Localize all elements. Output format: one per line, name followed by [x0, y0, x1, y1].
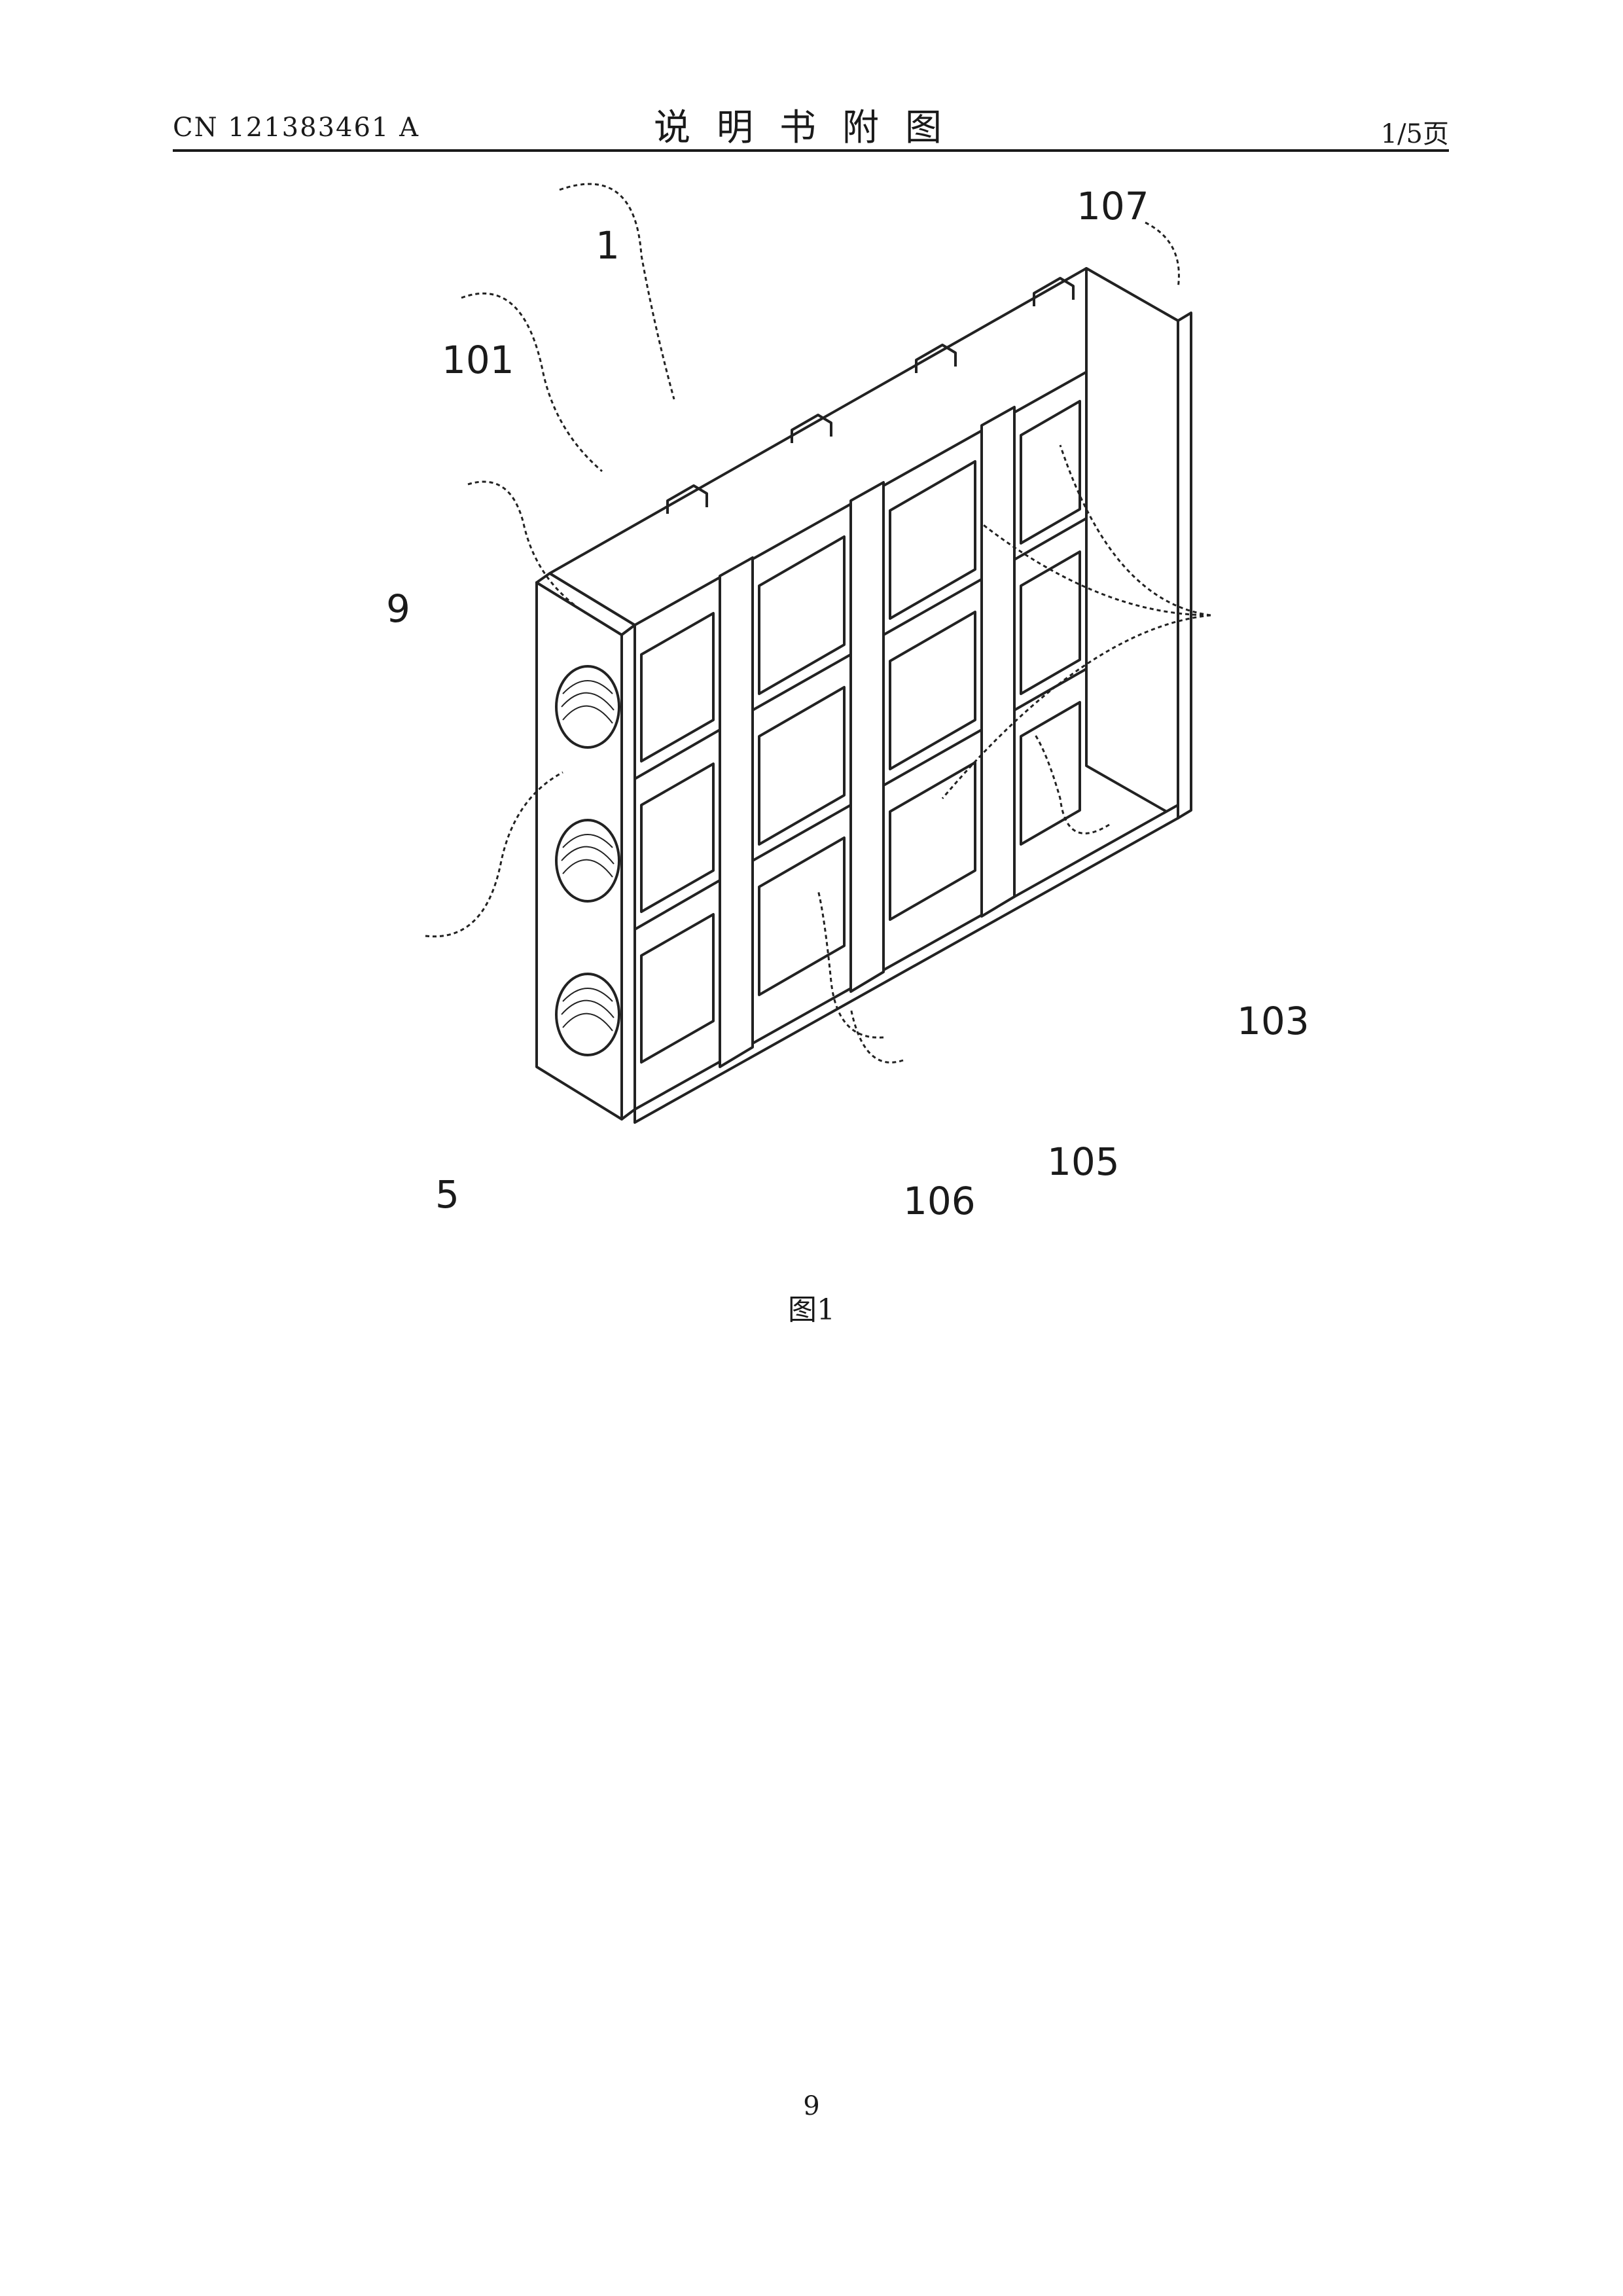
figure-caption: 图1: [0, 1286, 1623, 1328]
bottom-rail: [635, 805, 1178, 1122]
label-106: 106: [903, 1179, 976, 1223]
frame-drawing: 1 101 9 107 103 105 106 5: [327, 157, 1309, 1270]
post-3: [982, 407, 1014, 916]
label-9: 9: [386, 586, 410, 631]
label-105: 105: [1047, 1139, 1120, 1184]
label-103: 103: [1237, 999, 1309, 1043]
label-107: 107: [1077, 184, 1149, 228]
label-1: 1: [596, 223, 620, 268]
side-plate-front: [537, 583, 622, 1119]
patent-figure: 1 101 9 107 103 105 106 5: [327, 157, 1309, 1270]
label-5: 5: [435, 1172, 459, 1217]
page-indicator: 1/5页: [1381, 113, 1449, 151]
label-101: 101: [442, 338, 514, 382]
side-plate-edge: [622, 625, 635, 1119]
back-plate: [1086, 268, 1178, 818]
header-rule: [173, 149, 1449, 152]
post-2: [851, 482, 883, 992]
post-1: [720, 558, 753, 1067]
section-title: 说明书附图: [173, 98, 1449, 151]
page-number: 9: [0, 2091, 1623, 2121]
page-header: CN 121383461 A 说明书附图 1/5页: [173, 98, 1449, 151]
